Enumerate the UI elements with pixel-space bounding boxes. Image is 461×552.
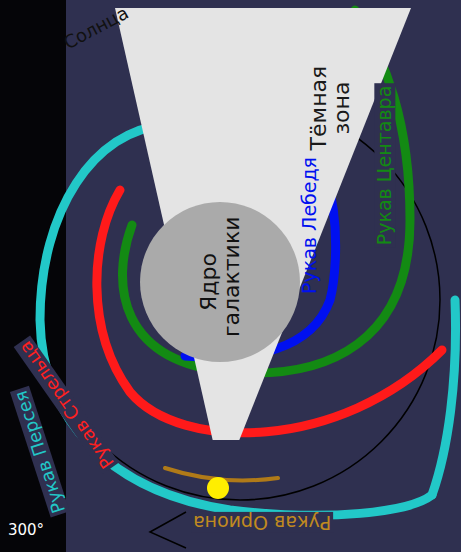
perseus-arm-outer — [432, 300, 456, 495]
arm-label: Рукав Центавра — [375, 83, 396, 247]
angle-mark — [150, 512, 186, 548]
angle-label: 300° — [6, 522, 46, 539]
arm-label: Рукав Ориона — [191, 512, 333, 533]
arm-label: Рукав Лебедя — [300, 154, 321, 295]
dark-zone-label: Тёмная зона — [307, 60, 353, 156]
galaxy-core-fill — [140, 202, 300, 362]
dark-zone-fill — [115, 8, 411, 440]
galaxy-core-label: Ядро галактики — [197, 227, 243, 337]
galaxy-core: Ядро галактики — [140, 202, 300, 362]
sun-dot — [207, 477, 229, 499]
